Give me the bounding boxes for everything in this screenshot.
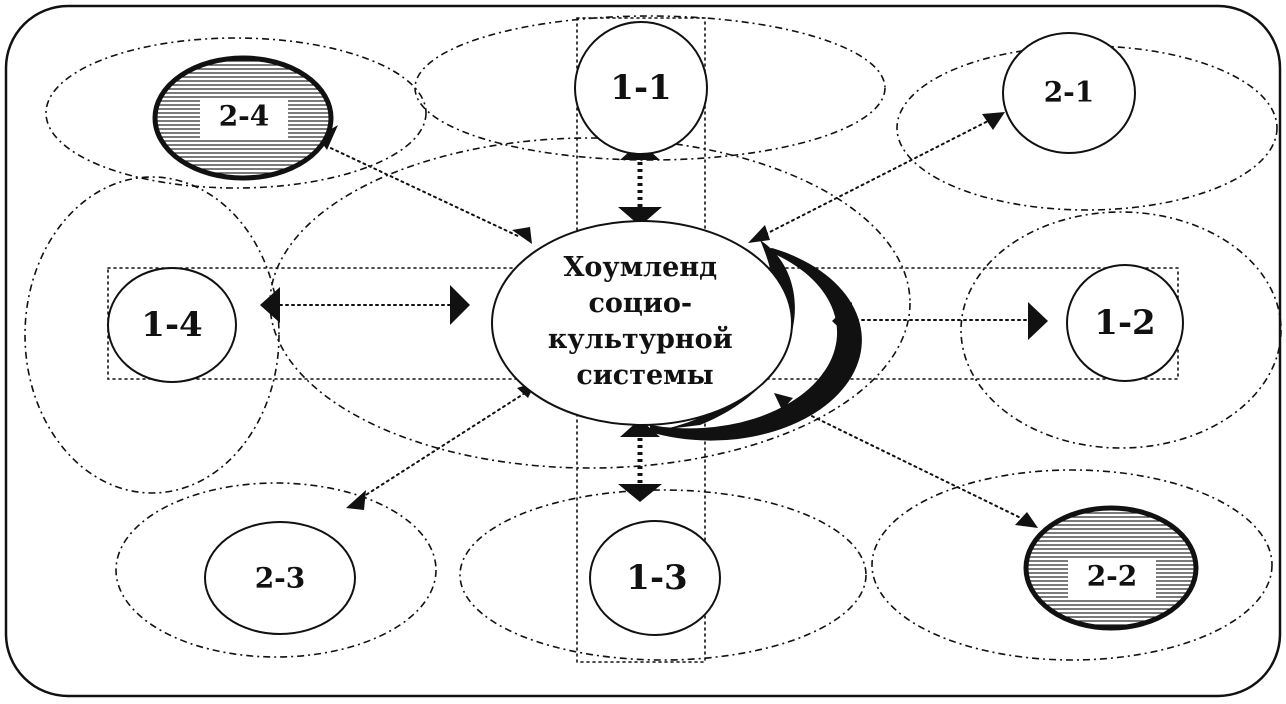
node-2-2-label: 2-2 [1087,560,1138,593]
center-label: Хоумленд социо- культурной системы [548,252,742,391]
node-1-3 [589,520,721,636]
node-2-3 [204,521,356,635]
node-2-1 [1002,32,1136,154]
node-1-3-label: 1-3 [626,558,687,598]
node-2-2-label-bg [1068,558,1156,598]
zone-1-3 [459,489,867,661]
zone-1-4 [24,176,280,494]
node-2-1-label: 2-1 [1044,76,1095,109]
zone-1-2 [960,211,1282,449]
central-zone [269,137,911,469]
node-1-2 [1066,264,1184,382]
node-1-1 [574,21,708,155]
node-2-4-label: 2-4 [219,100,270,133]
node-2-3-label: 2-3 [255,562,306,595]
center-label-line-4: системы [576,360,713,391]
connector-arrows [279,119,1031,521]
node-2-4-label-bg [200,98,288,138]
outer-frame [4,4,1282,698]
center-shadow [650,248,862,441]
zone-2-2 [871,469,1273,661]
center-label-line-3: культурной [548,324,733,355]
center-label-line-1: Хоумленд [563,252,717,283]
node-1-1-label: 1-1 [610,68,671,108]
center-label-line-2: социо- [588,288,692,319]
node-1-4-label: 1-4 [141,305,202,345]
zone-2-4 [45,37,427,189]
zone-2-3 [115,482,437,658]
node-1-2-label: 1-2 [1094,303,1155,343]
center-node [491,220,793,426]
node-1-4 [107,267,237,383]
